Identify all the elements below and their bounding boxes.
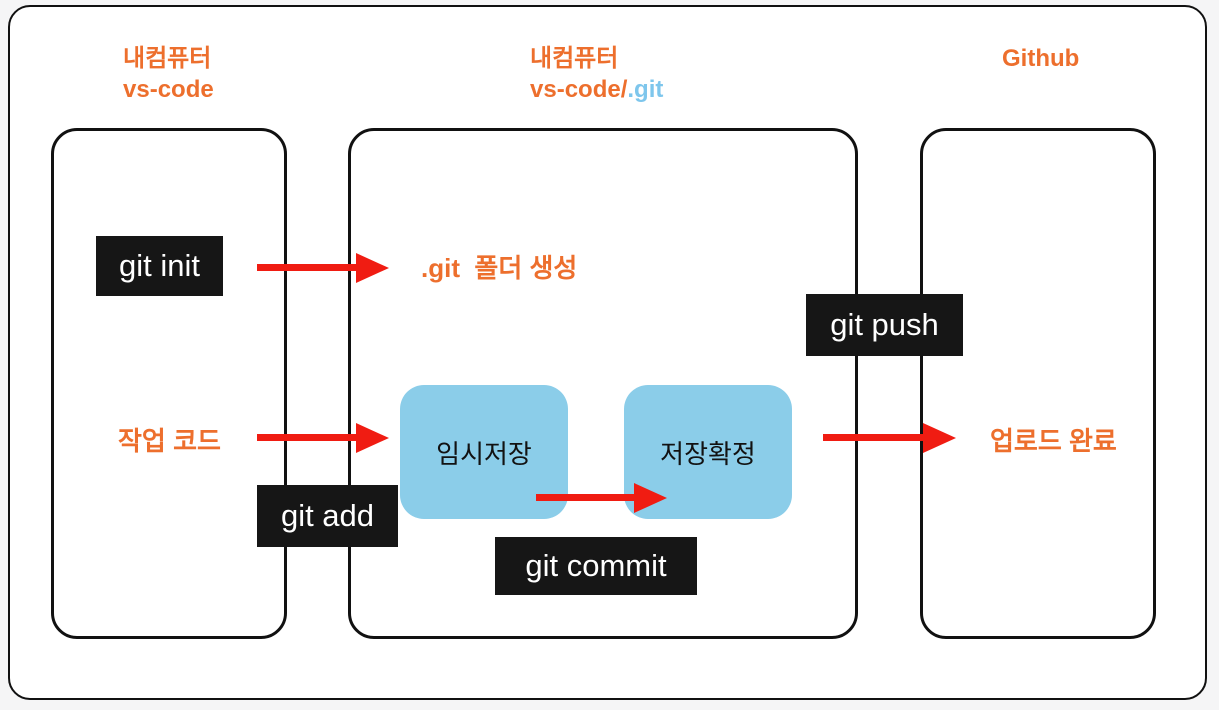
header-right-line1: Github (1002, 45, 1080, 72)
header-left-line2: vs-code (123, 76, 214, 103)
git-commit-label: git commit (495, 537, 697, 595)
arrow-git-push (823, 434, 924, 441)
work-code-text: 작업 코드 (118, 426, 221, 456)
column-box-github (920, 128, 1156, 639)
arrow-git-init (257, 264, 357, 271)
git-folder-created-text: .git 폴더 생성 (421, 253, 578, 283)
arrow-git-commit (536, 494, 635, 501)
header-left-line1: 내컴퓨터 (123, 45, 212, 72)
upload-done-text: 업로드 완료 (990, 426, 1117, 456)
header-my-computer-vscode: 내컴퓨터 vs-code (123, 43, 214, 105)
arrow-git-add (257, 434, 357, 441)
header-my-computer-git: 내컴퓨터 vs-code/.git (530, 43, 663, 105)
git-init-label: git init (96, 236, 223, 296)
git-push-label: git push (806, 294, 963, 356)
git-add-label: git add (257, 485, 398, 547)
column-box-local-vscode (51, 128, 287, 639)
header-middle-line1: 내컴퓨터 (530, 45, 619, 72)
header-middle-path: vs-code/ (530, 76, 628, 103)
header-middle-dotgit: .git (627, 76, 664, 103)
header-github: Github (1002, 43, 1079, 74)
header-middle-line2: vs-code/.git (530, 74, 663, 105)
